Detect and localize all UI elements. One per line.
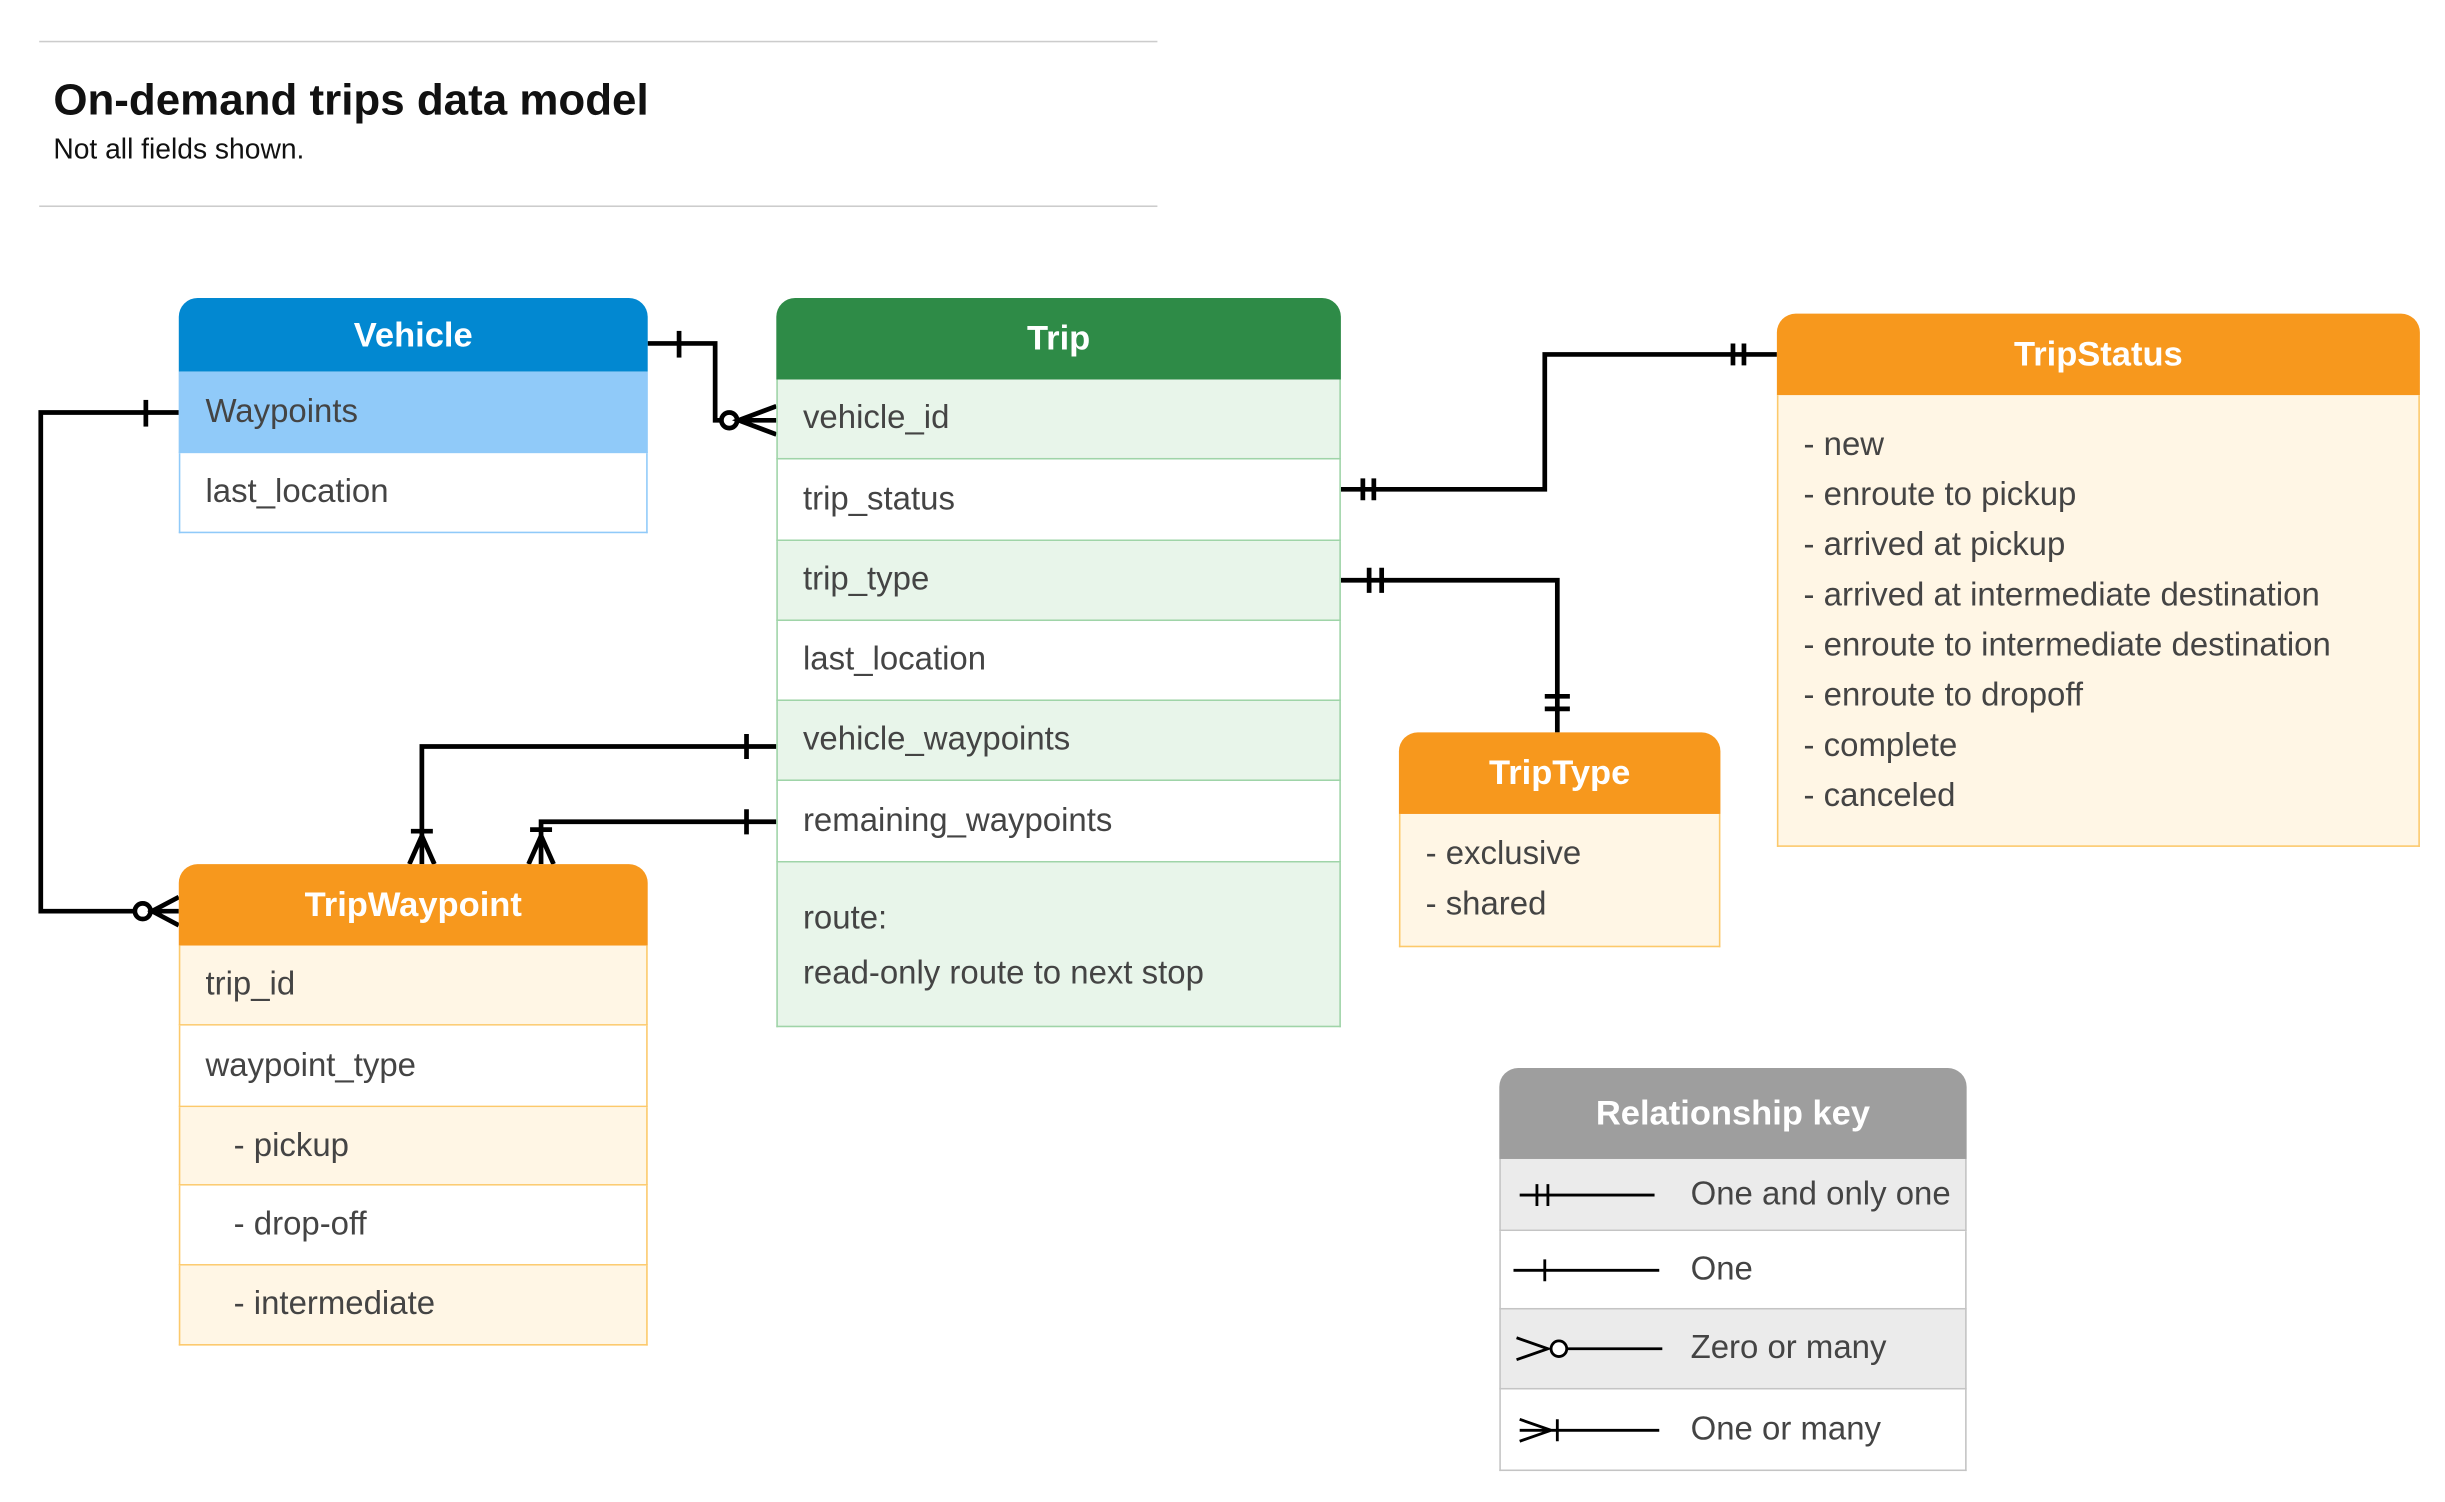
- vehicle-entity: Vehicle Waypoints last_location: [178, 297, 648, 534]
- type-value: - shared: [1425, 886, 1547, 923]
- status-value: - enroute to pickup: [1803, 476, 2077, 513]
- one-and-only-one-icon: [1519, 1183, 1655, 1206]
- tripwaypoint-entity: TripWaypoint trip_id waypoint_type - pic…: [178, 864, 648, 1346]
- trip-route-field: route: read-only route to next stop: [776, 862, 1341, 1028]
- vehicle-waypoints-connector: [407, 733, 777, 866]
- trip-field: vehicle_id: [776, 379, 1341, 460]
- key-item: One: [1499, 1231, 1967, 1310]
- trip-header: Trip: [776, 297, 1341, 380]
- page-title: On-demand trips data model: [53, 75, 649, 124]
- vehicle-trip-connector: [647, 330, 778, 437]
- key-label: One: [1690, 1250, 1753, 1287]
- trip-entity: Trip vehicle_id trip_status trip_type la…: [776, 297, 1341, 1028]
- remaining-waypoints-connector: [526, 809, 777, 866]
- page-subtitle: Not all fields shown.: [53, 133, 305, 165]
- tripstatus-connector: [1340, 343, 1777, 501]
- one-icon: [1513, 1258, 1660, 1281]
- status-value: - new: [1803, 426, 1885, 463]
- vehicle-header: Vehicle: [178, 297, 648, 372]
- key-label: Zero or many: [1690, 1329, 1887, 1366]
- vehicle-field: last_location: [178, 453, 648, 534]
- zero-or-many-icon: [1516, 1336, 1663, 1362]
- route-label: route:: [802, 900, 888, 937]
- status-value: - arrived at intermediate destination: [1803, 577, 2320, 614]
- key-label: One and only one: [1690, 1175, 1951, 1212]
- tripstatus-header: TripStatus: [1776, 313, 2420, 396]
- bottom-divider: [39, 205, 1158, 208]
- tripwaypoint-field: trip_id: [178, 945, 648, 1026]
- tripstatus-entity: TripStatus - new - enroute to pickup - a…: [1776, 313, 2420, 847]
- vehicle-field: Waypoints: [178, 371, 648, 454]
- vehicle-tripwaypoint-connector: [38, 399, 180, 928]
- trip-field: vehicle_waypoints: [776, 701, 1341, 782]
- status-value: - arrived at pickup: [1803, 526, 2066, 564]
- one-or-many-icon: [1519, 1417, 1660, 1442]
- status-value: - canceled: [1803, 777, 1956, 814]
- relationship-key: Relationship key One and only one One Ze…: [1499, 1068, 1967, 1472]
- type-value: - exclusive: [1425, 835, 1582, 872]
- triptype-header: TripType: [1398, 732, 1721, 814]
- tripwaypoint-field: - drop-off: [178, 1185, 648, 1266]
- key-label: One or many: [1690, 1410, 1882, 1447]
- trip-field: remaining_waypoints: [776, 781, 1341, 863]
- top-divider: [39, 40, 1158, 43]
- route-description: read-only route to next stop: [802, 955, 1204, 992]
- trip-field: trip_status: [776, 459, 1341, 542]
- triptype-entity: TripType - exclusive - shared: [1398, 732, 1721, 948]
- key-item: One or many: [1499, 1389, 1967, 1472]
- tripwaypoint-field: waypoint_type: [178, 1025, 648, 1108]
- tripwaypoint-header: TripWaypoint: [178, 864, 648, 946]
- key-item: Zero or many: [1499, 1309, 1967, 1390]
- status-value: - enroute to dropoff: [1803, 677, 2084, 714]
- tripstatus-values: - new - enroute to pickup - arrived at p…: [1776, 395, 2420, 847]
- trip-field: trip_type: [776, 541, 1341, 622]
- triptype-values: - exclusive - shared: [1398, 813, 1721, 948]
- tripwaypoint-field: - intermediate: [178, 1265, 648, 1346]
- status-value: - complete: [1803, 727, 1958, 764]
- triptype-connector: [1340, 567, 1570, 733]
- status-value: - enroute to intermediate destination: [1803, 627, 2331, 664]
- trip-field: last_location: [776, 621, 1341, 702]
- tripwaypoint-field: - pickup: [178, 1107, 648, 1186]
- key-header: Relationship key: [1499, 1068, 1967, 1159]
- key-item: One and only one: [1499, 1158, 1967, 1232]
